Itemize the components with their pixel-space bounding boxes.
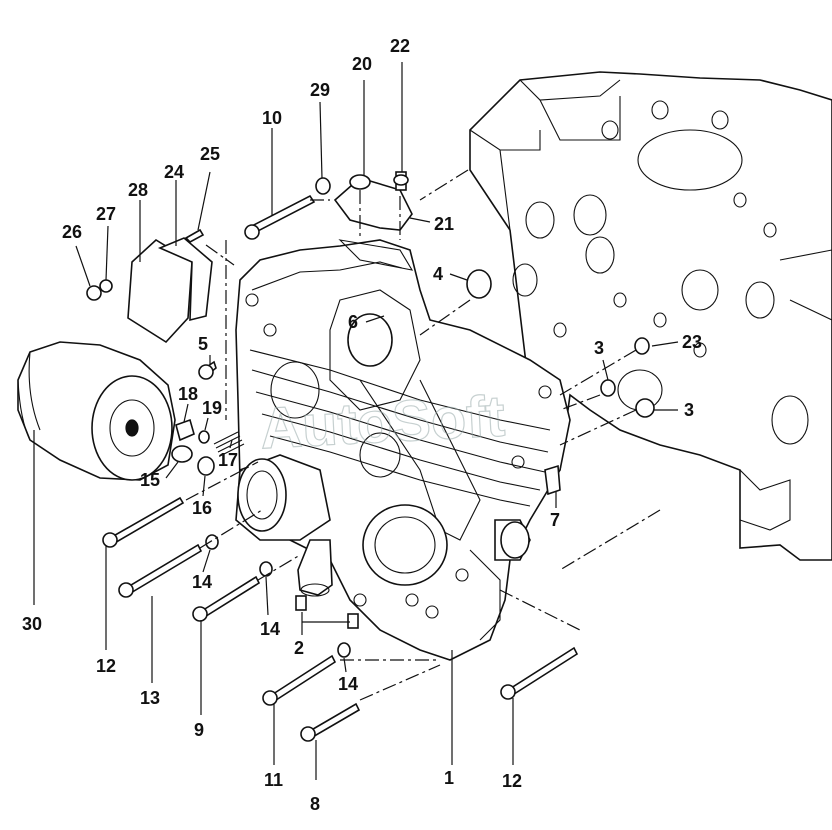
timing-cover (235, 239, 571, 661)
callout-2: 2 (294, 638, 304, 658)
callout-17: 17 (218, 450, 238, 470)
callout-6: 6 (348, 312, 358, 332)
callout-12: 12 (96, 656, 116, 676)
callout-14: 14 (260, 619, 280, 639)
assembly-lines (185, 169, 661, 701)
callout-28: 28 (128, 180, 148, 200)
fasteners (86, 171, 655, 742)
callout-25: 25 (200, 144, 220, 164)
side-cover (127, 237, 213, 344)
callout-4: 4 (433, 264, 443, 284)
callout-29: 29 (310, 80, 330, 100)
callout-24: 24 (164, 162, 184, 182)
callout-5: 5 (198, 334, 208, 354)
callout-20: 20 (352, 54, 372, 74)
callout-26: 26 (62, 222, 82, 242)
callouts: 1 2 3 3 4 5 6 7 8 9 10 11 12 12 13 14 14… (22, 36, 702, 814)
callout-21: 21 (434, 214, 454, 234)
oil-filter (17, 341, 176, 481)
leader-lines (33, 62, 679, 780)
callout-14: 14 (192, 572, 212, 592)
callout-9: 9 (194, 720, 204, 740)
callout-18: 18 (178, 384, 198, 404)
callout-22: 22 (390, 36, 410, 56)
callout-13: 13 (140, 688, 160, 708)
callout-16: 16 (192, 498, 212, 518)
callout-8: 8 (310, 794, 320, 814)
callout-14: 14 (338, 674, 358, 694)
callout-27: 27 (96, 204, 116, 224)
callout-12: 12 (502, 771, 522, 791)
callout-19: 19 (202, 398, 222, 418)
callout-10: 10 (262, 108, 282, 128)
watermark: AutoSoft (259, 384, 507, 462)
callout-3: 3 (594, 338, 604, 358)
callout-3: 3 (684, 400, 694, 420)
callout-11: 11 (264, 770, 283, 790)
callout-30: 30 (22, 614, 42, 634)
callout-15: 15 (140, 470, 160, 490)
callout-7: 7 (550, 510, 560, 530)
callout-23: 23 (682, 332, 702, 352)
thermostat-housing (333, 174, 414, 271)
callout-1: 1 (444, 768, 454, 788)
